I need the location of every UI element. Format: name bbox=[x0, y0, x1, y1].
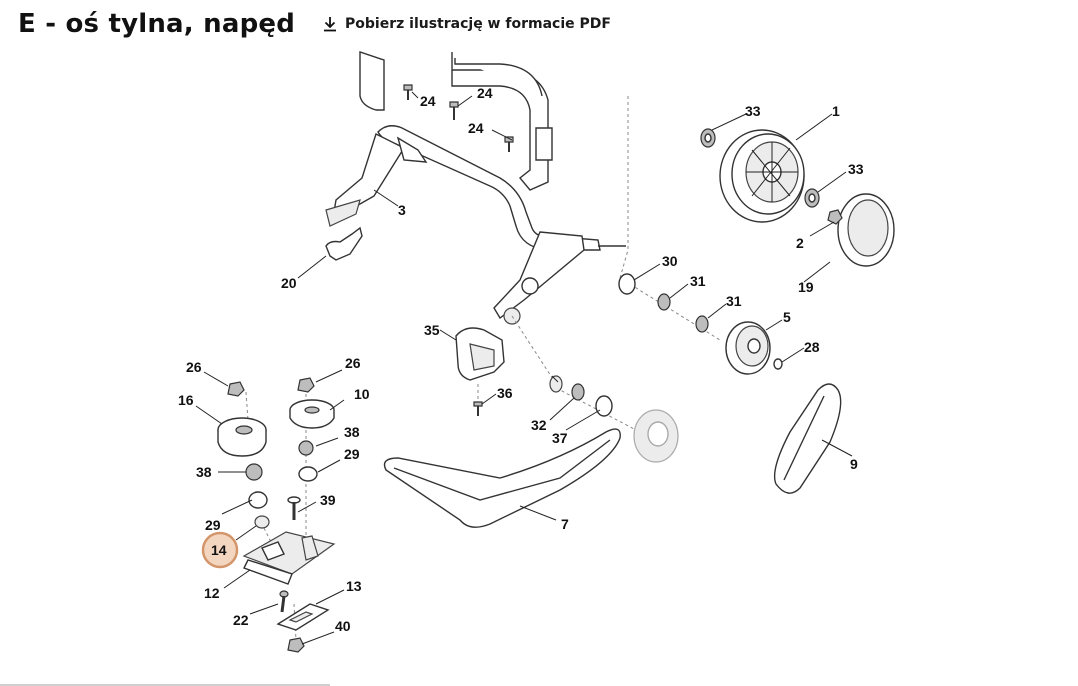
download-icon bbox=[323, 16, 337, 32]
hubcap-19 bbox=[837, 193, 895, 267]
washers bbox=[549, 128, 843, 417]
callout-30[interactable]: 30 bbox=[662, 253, 678, 269]
callout-19[interactable]: 19 bbox=[798, 279, 814, 295]
leader-lines bbox=[195, 91, 853, 645]
callout-29[interactable]: 29 bbox=[344, 446, 360, 462]
screw-36 bbox=[473, 401, 483, 416]
handle-frame bbox=[359, 51, 553, 191]
callout-40[interactable]: 40 bbox=[335, 618, 351, 634]
bottom-divider bbox=[0, 684, 330, 686]
callout-1[interactable]: 1 bbox=[832, 103, 840, 119]
callout-38[interactable]: 38 bbox=[196, 464, 212, 480]
callout-3[interactable]: 3 bbox=[398, 202, 406, 218]
callout-31[interactable]: 31 bbox=[690, 273, 706, 289]
callout-24[interactable]: 24 bbox=[468, 120, 484, 136]
callout-7[interactable]: 7 bbox=[561, 516, 569, 532]
download-pdf-label: Pobierz ilustrację w formacie PDF bbox=[345, 16, 611, 32]
bolt-39 bbox=[287, 496, 301, 520]
left-stack bbox=[217, 381, 270, 529]
callout-22[interactable]: 22 bbox=[233, 612, 249, 628]
callout-14[interactable]: 14 bbox=[211, 542, 227, 558]
belt-7 bbox=[383, 428, 621, 528]
callout-28[interactable]: 28 bbox=[804, 339, 820, 355]
pulley-5 bbox=[725, 321, 771, 375]
callout-12[interactable]: 12 bbox=[204, 585, 220, 601]
callout-26[interactable]: 26 bbox=[186, 359, 202, 375]
callout-5[interactable]: 5 bbox=[783, 309, 791, 325]
callout-38[interactable]: 38 bbox=[344, 424, 360, 440]
wheel-1 bbox=[719, 129, 805, 223]
callout-10[interactable]: 10 bbox=[354, 386, 370, 402]
callout-24[interactable]: 24 bbox=[420, 93, 436, 109]
callout-33[interactable]: 33 bbox=[745, 103, 761, 119]
callout-16[interactable]: 16 bbox=[178, 392, 194, 408]
bolt-24-group bbox=[403, 84, 514, 152]
right-stack bbox=[289, 377, 335, 482]
part-14-highlight[interactable] bbox=[201, 531, 239, 569]
callout-13[interactable]: 13 bbox=[346, 578, 362, 594]
part-20-lever bbox=[325, 226, 363, 261]
callout-2[interactable]: 2 bbox=[796, 235, 804, 251]
rear-axle-bar bbox=[325, 125, 626, 325]
nut-40 bbox=[287, 637, 305, 653]
callout-36[interactable]: 36 bbox=[497, 385, 513, 401]
callout-24[interactable]: 24 bbox=[477, 85, 493, 101]
callout-32[interactable]: 32 bbox=[531, 417, 547, 433]
header: E - oś tylna, napęd Pobierz ilustrację w… bbox=[18, 6, 611, 42]
plate-12 bbox=[242, 531, 336, 585]
belt-9 bbox=[773, 383, 842, 494]
page-title: E - oś tylna, napęd bbox=[18, 9, 296, 39]
callout-31[interactable]: 31 bbox=[726, 293, 742, 309]
callout-9[interactable]: 9 bbox=[850, 456, 858, 472]
callout-39[interactable]: 39 bbox=[320, 492, 336, 508]
callout-37[interactable]: 37 bbox=[552, 430, 568, 446]
callout-labels: 24 24 24 33 1 33 2 19 3 20 30 31 31 5 28… bbox=[178, 85, 864, 634]
download-pdf-link[interactable]: Pobierz ilustrację w formacie PDF bbox=[323, 16, 611, 32]
callout-26[interactable]: 26 bbox=[345, 355, 361, 371]
callout-20[interactable]: 20 bbox=[281, 275, 297, 291]
callout-29[interactable]: 29 bbox=[205, 517, 221, 533]
callout-35[interactable]: 35 bbox=[424, 322, 440, 338]
callout-33[interactable]: 33 bbox=[848, 161, 864, 177]
bolt-22 bbox=[279, 590, 289, 613]
pulley-37 bbox=[633, 409, 679, 463]
